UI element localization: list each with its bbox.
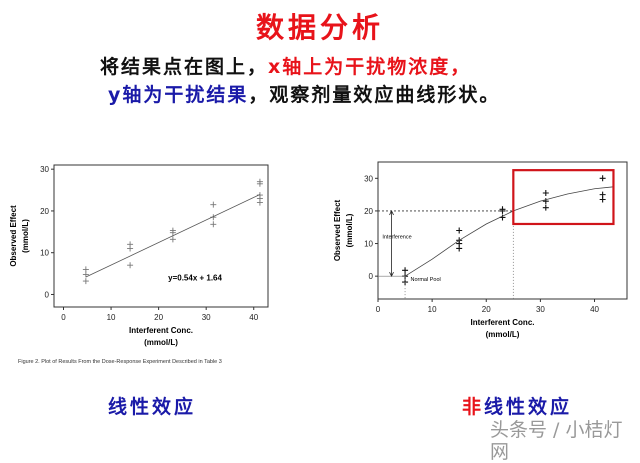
x-axis-label: Interferent Conc. [129,326,193,335]
fit-equation: y=0.54x + 1.64 [168,274,222,283]
caption-linear-effect: 线性效应 [484,396,573,418]
data-point [82,278,89,285]
data-point [599,175,606,182]
instruction-text: 将结果点在图上， [100,56,269,78]
x-tick-label: 0 [376,305,381,314]
data-point [456,245,463,252]
y-axis-label: Observed Effect [9,205,18,267]
x-tick-label: 30 [536,305,545,314]
data-point [542,198,549,205]
data-point [402,267,409,274]
y-tick-label: 20 [40,207,49,216]
x-tick-label: 10 [107,313,116,322]
x-axis-label: Interferent Conc. [470,318,534,327]
data-point [256,199,263,206]
y-axis-label: Observed Effect [333,199,342,261]
y-tick-label: 20 [364,207,373,216]
x-tick-label: 10 [428,305,437,314]
watermark: 头条号 / 小桔灯网 [490,419,623,463]
data-point [169,236,176,243]
caption-linear: 线性效应 [108,396,197,418]
y-axis-unit: (mmol/L) [345,213,354,247]
y-tick-label: 10 [40,249,49,258]
data-point [456,227,463,234]
slide-title: 数据分析 [255,11,384,44]
data-point [599,196,606,203]
x-tick-label: 30 [202,313,211,322]
interference-label: Interference [382,235,411,241]
x-axis-unit: (mmol/L) [144,338,178,347]
plot-frame [53,164,269,308]
caption-nonlinear: 非线性效应 [462,396,572,418]
data-point [169,229,176,236]
instruction-line-2: y轴为干扰结果，观察剂量效应曲线形状。 [108,84,500,106]
y-tick-label: 30 [40,165,49,174]
caption-non: 非 [462,396,485,418]
fit-line [85,194,261,278]
data-point [542,204,549,211]
highlight-box [512,169,615,226]
x-axis-unit: (mmol/L) [486,330,520,339]
interference-arrow [389,210,394,278]
data-point [542,189,549,196]
response-curve [404,186,614,277]
instruction-x-axis: x轴上为干扰物浓度， [268,56,472,78]
figure-caption: Figure 2. Plot of Results From the Dose-… [18,359,222,365]
plot-frame [377,161,628,300]
instruction-line-1: 将结果点在图上，x轴上为干扰物浓度， [100,56,471,78]
data-point [127,262,134,269]
y-tick-label: 0 [45,290,50,299]
instruction-y-axis: y轴为干扰结果 [108,84,249,106]
data-point [82,271,89,278]
y-tick-label: 0 [369,272,374,281]
data-point [256,180,263,187]
x-tick-label: 0 [61,313,66,322]
data-point [210,221,217,228]
y-tick-label: 30 [364,174,373,183]
normal-pool-label: Normal Pool [410,277,440,283]
y-tick-label: 10 [364,240,373,249]
data-point [82,266,89,273]
x-tick-label: 20 [154,313,163,322]
data-point [127,245,134,252]
x-tick-label: 40 [249,313,258,322]
y-axis-unit: (mmol/L) [21,219,30,253]
x-tick-label: 40 [590,305,599,314]
data-point [210,201,217,208]
x-tick-label: 20 [482,305,491,314]
instruction-text: ，观察剂量效应曲线形状。 [248,84,501,106]
